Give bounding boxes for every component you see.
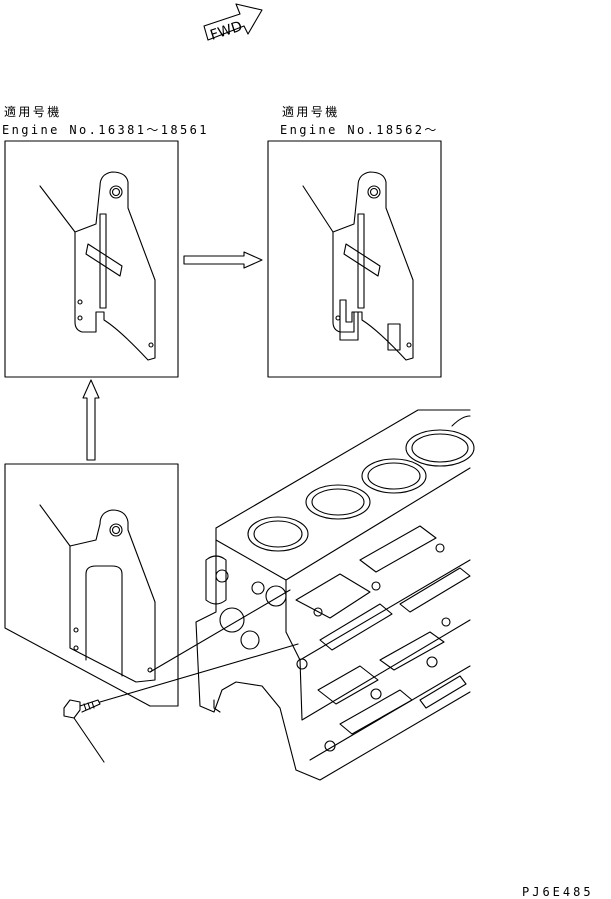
variant-old-heading: 適用号機 xyxy=(4,105,62,119)
transition-arrow-right-icon xyxy=(184,252,262,268)
variant-new-heading: 適用号機 xyxy=(282,105,340,119)
bolt-to-block-line xyxy=(100,644,298,702)
engine-block-drawing xyxy=(196,410,474,780)
bracket-to-block-line xyxy=(150,590,290,672)
variant-new-engine-range: Engine No.18562～ xyxy=(280,123,439,137)
figure-code: PJ6E485 xyxy=(522,885,594,899)
bracket-detail-drawing xyxy=(70,510,155,682)
bracket-new-drawing xyxy=(333,172,413,360)
variant-box-new xyxy=(268,141,441,377)
leader-line-old xyxy=(40,186,75,232)
leader-line-detail xyxy=(40,505,70,546)
bolt-leader-line xyxy=(74,718,104,762)
leader-line-new xyxy=(303,186,333,232)
detail-box xyxy=(5,464,178,706)
bracket-old-drawing xyxy=(75,172,155,360)
fwd-arrow-icon: FWD xyxy=(204,4,262,44)
transition-arrow-up-icon xyxy=(83,380,99,460)
variant-old-engine-range: Engine No.16381～18561 xyxy=(2,123,209,137)
variant-box-old xyxy=(5,141,178,377)
bolt-drawing xyxy=(64,590,298,762)
